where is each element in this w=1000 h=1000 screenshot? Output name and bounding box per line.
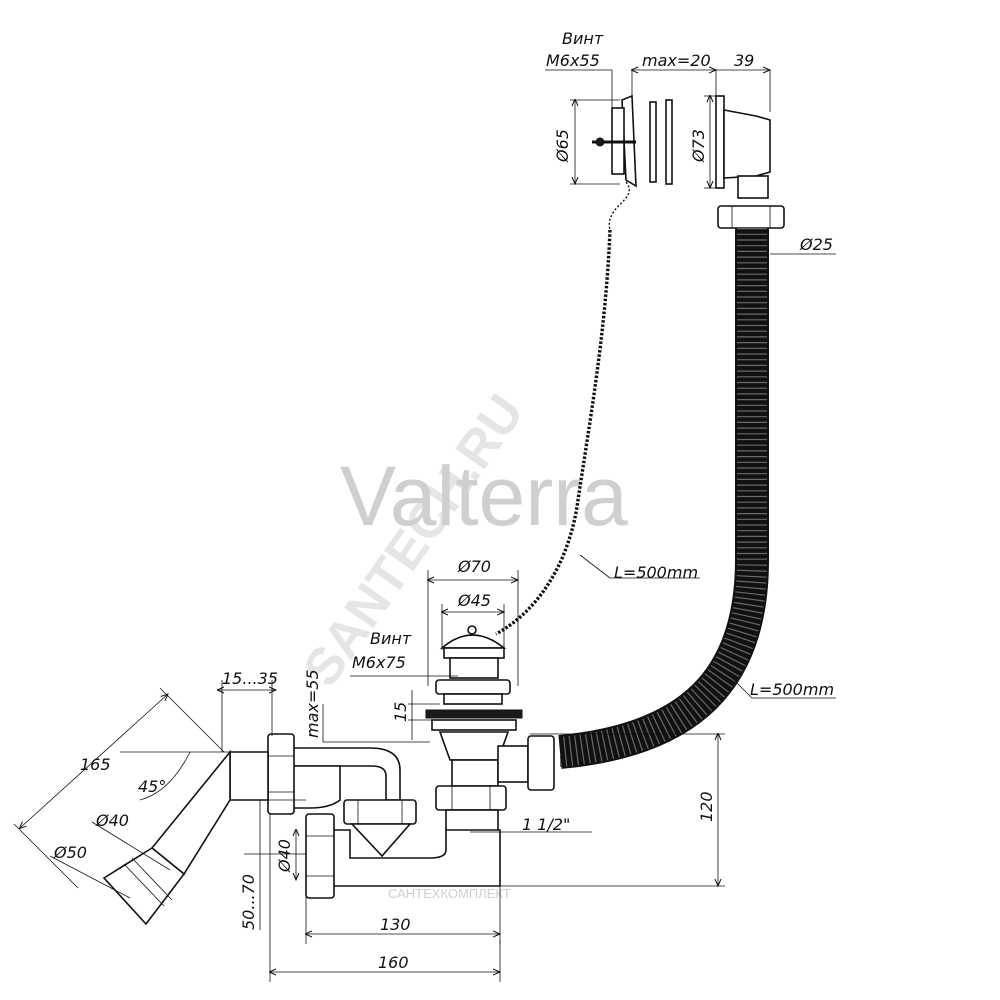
overflow-depth: 39 — [734, 51, 754, 70]
overflow-plate-2 — [665, 99, 673, 185]
overflow-body — [723, 109, 771, 179]
drain-height: 120 — [697, 791, 716, 822]
drain-screw-label: Винт — [370, 629, 412, 648]
chain-length: L=500mm — [614, 563, 698, 582]
outlet-nut — [267, 733, 295, 815]
drain-nut — [435, 785, 507, 811]
outlet-range: 15...35 — [222, 669, 278, 688]
outlet-angle: 45° — [138, 777, 166, 796]
drain-max: max=55 — [303, 669, 322, 738]
trap-nut — [343, 799, 417, 825]
dimension-labels: Винт M6x55 max=20 39 Ø65 Ø73 Ø25 L=500mm… — [53, 29, 834, 972]
outlet-sleeve — [102, 847, 186, 926]
overflow-screw-head — [595, 137, 605, 147]
plug-cap — [439, 634, 507, 649]
dimensions — [13, 70, 836, 982]
hose-nut-top — [717, 205, 785, 229]
outlet-width-total: 160 — [378, 953, 409, 972]
overflow-elbow — [737, 175, 769, 199]
overflow-gap: max=20 — [642, 51, 711, 70]
hose-dia: Ø25 — [799, 235, 833, 254]
siphon — [267, 733, 501, 899]
outlet-dia-side: Ø40 — [275, 839, 294, 873]
overflow-plate-1 — [649, 101, 657, 183]
plug-stem-top — [449, 657, 499, 679]
outlet-elbow — [102, 749, 269, 926]
plug-chain — [495, 229, 612, 636]
drain-thread: 1 1/2" — [522, 815, 570, 834]
outlet-length: 165 — [80, 755, 111, 774]
hose-length: L=500mm — [750, 680, 834, 699]
drain-assembly — [425, 625, 555, 833]
outlet-dia-inner: Ø40 — [95, 811, 129, 830]
hose-ribs — [558, 228, 767, 767]
outlet-width-inner: 130 — [380, 915, 411, 934]
watermark-bottom: САНТЕХКОМПЛЕКТ — [388, 886, 511, 901]
drain-thickness: 15 — [391, 702, 410, 722]
overflow-dia-plate: Ø65 — [553, 129, 572, 163]
overflow-screw-size: M6x55 — [546, 51, 600, 70]
overflow-dia-flange: Ø73 — [689, 129, 708, 163]
drain-screw-size: M6x75 — [352, 653, 406, 672]
drain-ring — [435, 679, 511, 695]
drain-dia-inner: Ø45 — [457, 591, 491, 610]
drain-washer — [425, 709, 523, 719]
drain-dia-outer: Ø70 — [457, 557, 491, 576]
overflow-screw-label: Винт — [562, 29, 604, 48]
siphon-side-nut — [305, 813, 335, 899]
hose-nut-bottom — [527, 735, 555, 791]
outlet-pipe — [150, 749, 231, 876]
outlet-dia-outer: Ø50 — [53, 843, 87, 862]
overflow-flange — [715, 95, 725, 189]
overflow-assembly — [592, 94, 785, 231]
outlet-height-range: 50...70 — [239, 874, 258, 930]
